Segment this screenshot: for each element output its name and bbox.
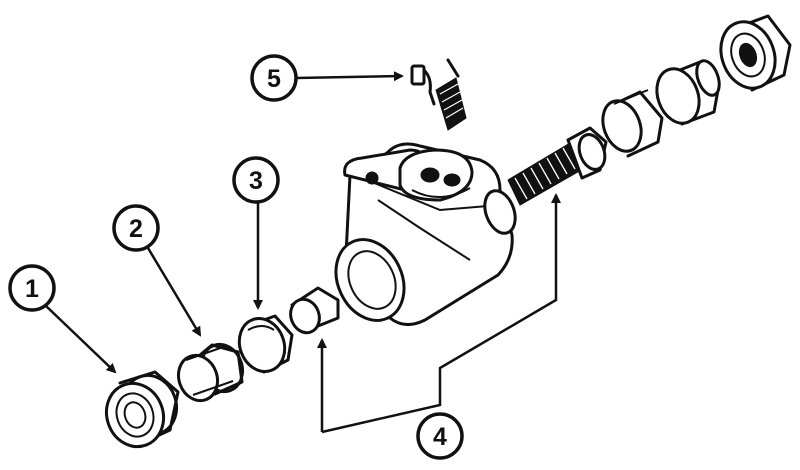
- bleeder-screw: [410, 58, 467, 131]
- dust-boot-right: [719, 14, 792, 92]
- cup-seal-left: [237, 314, 294, 374]
- dust-boot-left: [105, 370, 180, 449]
- leader-4b: [321, 193, 561, 434]
- coil-spring: [507, 126, 608, 206]
- callout-1: 1: [8, 264, 56, 312]
- piston-left: [176, 342, 245, 403]
- callout-2-label: 2: [129, 215, 143, 243]
- callout-1-label: 1: [25, 275, 39, 303]
- callout-3: 3: [232, 156, 280, 204]
- callout-4: 4: [416, 412, 464, 460]
- cup-seal-right: [601, 89, 664, 158]
- leader-2: [146, 247, 202, 337]
- callout-3-label: 3: [249, 167, 263, 195]
- spring-cone-left: [289, 286, 340, 335]
- callout-5-label: 5: [267, 65, 281, 93]
- leader-lines: [44, 71, 561, 434]
- leader-1: [44, 304, 117, 374]
- piston-right: [655, 59, 721, 126]
- callout-2: 2: [112, 204, 160, 252]
- callout-4-label: 4: [433, 423, 447, 451]
- leader-5: [295, 71, 404, 82]
- callout-5: 5: [250, 54, 298, 102]
- cylinder-body: [334, 142, 517, 326]
